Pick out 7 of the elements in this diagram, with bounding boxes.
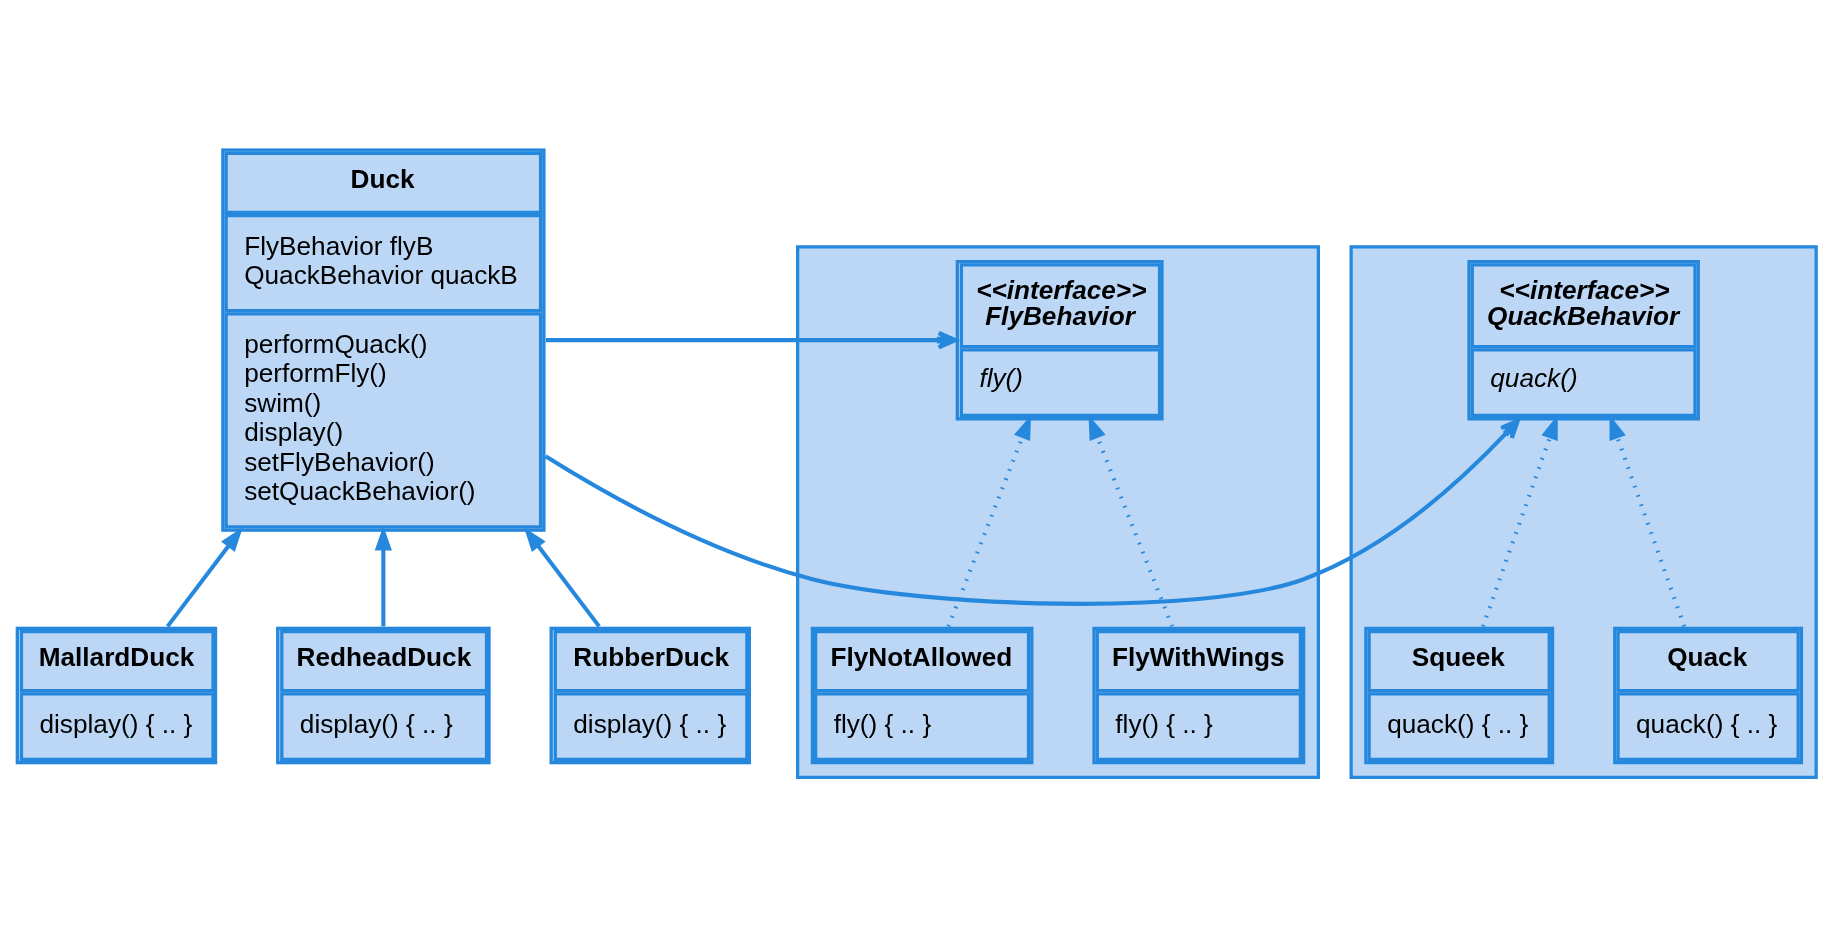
arrow <box>165 526 243 628</box>
cluster <box>1349 244 1818 779</box>
arrow <box>544 418 1520 606</box>
cluster <box>796 244 1320 779</box>
arrow <box>545 330 958 350</box>
arrow <box>523 526 601 628</box>
arrow <box>374 525 392 626</box>
